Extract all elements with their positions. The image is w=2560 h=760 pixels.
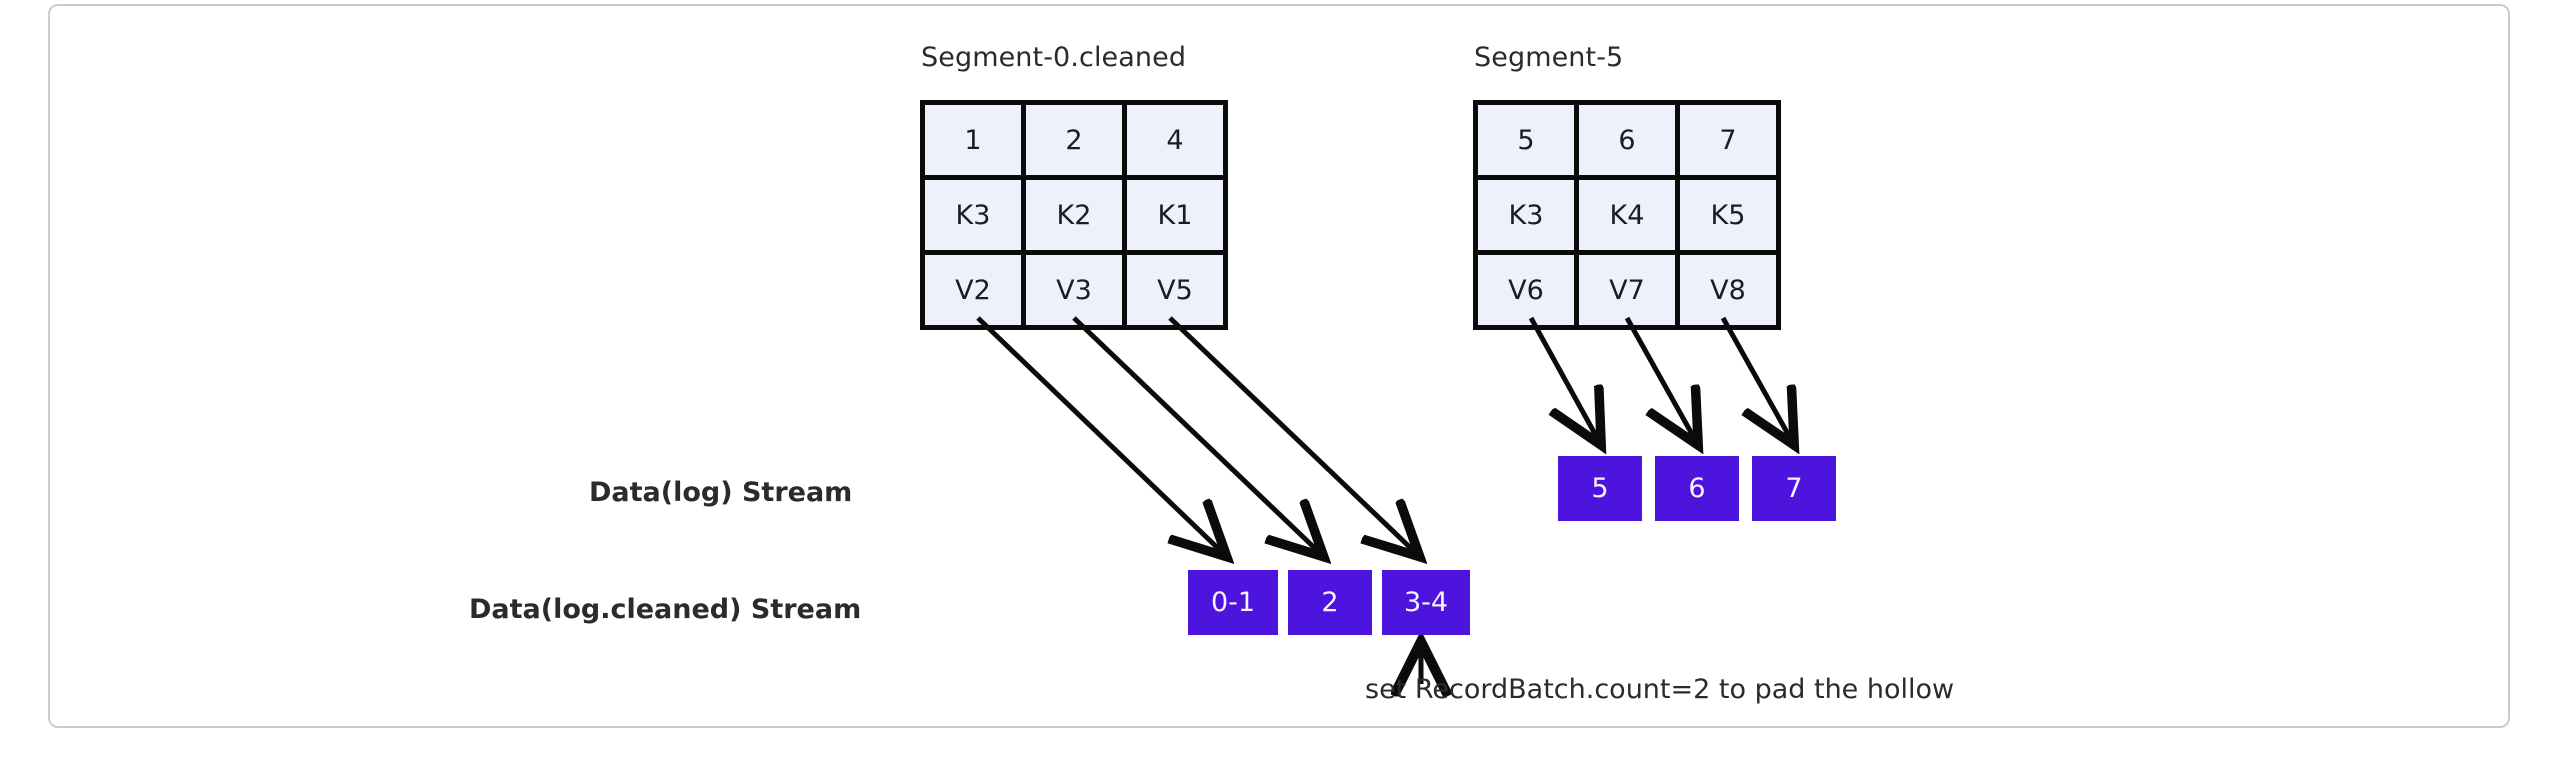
segment-0-cell-r1c0: K3: [925, 180, 1021, 250]
segment-0-cell-r0c0: 1: [925, 105, 1021, 175]
cleaned-stream-box-2: 3-4: [1382, 570, 1470, 635]
segment-5-cell-r1c0: K3: [1478, 180, 1574, 250]
segment-5-cell-r2c1: V7: [1579, 255, 1675, 325]
cleaned-stream-box-0: 0-1: [1188, 570, 1278, 635]
stream-label-log-cleaned: Data(log.cleaned) Stream: [469, 594, 862, 625]
segment-5-title: Segment-5: [1474, 42, 1624, 73]
segment-0-cell-r0c2: 4: [1127, 105, 1223, 175]
log-stream-box-2: 7: [1752, 456, 1836, 521]
segment-5-cell-r2c0: V6: [1478, 255, 1574, 325]
segment-5-cell-r1c2: K5: [1680, 180, 1776, 250]
segment-0-cell-r0c1: 2: [1026, 105, 1122, 175]
segment-0-cell-r2c0: V2: [925, 255, 1021, 325]
segment-5-cell-r2c2: V8: [1680, 255, 1776, 325]
cleaned-stream-box-1: 2: [1288, 570, 1372, 635]
log-stream-box-0: 5: [1558, 456, 1642, 521]
diagram-frame: [48, 4, 2510, 728]
segment-0-table: 1 2 4 K3 K2 K1 V2 V3 V5: [920, 100, 1228, 330]
segment-5-cell-r0c0: 5: [1478, 105, 1574, 175]
segment-0-cell-r2c1: V3: [1026, 255, 1122, 325]
log-stream-box-1: 6: [1655, 456, 1739, 521]
segment-0-cell-r1c2: K1: [1127, 180, 1223, 250]
segment-5-cell-r0c2: 7: [1680, 105, 1776, 175]
annotation-text: set RecordBatch.count=2 to pad the hollo…: [1365, 674, 1955, 705]
segment-5-cell-r0c1: 6: [1579, 105, 1675, 175]
segment-0-cell-r1c1: K2: [1026, 180, 1122, 250]
segment-0-title: Segment-0.cleaned: [921, 42, 1187, 73]
segment-5-cell-r1c1: K4: [1579, 180, 1675, 250]
stream-label-log: Data(log) Stream: [589, 477, 853, 508]
segment-5-table: 5 6 7 K3 K4 K5 V6 V7 V8: [1473, 100, 1781, 330]
segment-0-cell-r2c2: V5: [1127, 255, 1223, 325]
